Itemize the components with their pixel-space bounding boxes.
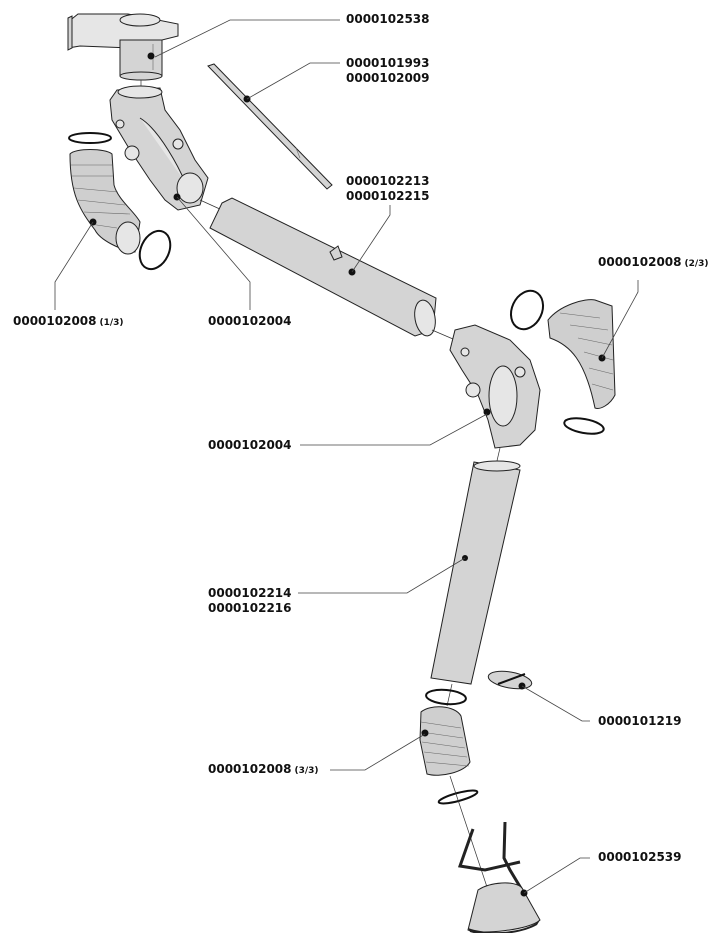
leader-line [351, 205, 391, 273]
lower-tube-part [430, 460, 521, 685]
leader-line [523, 857, 590, 894]
leader-line [298, 557, 466, 594]
part-label-hose-2: 0000102008(2/3) [598, 255, 709, 269]
hose-3-part [419, 688, 479, 805]
hose-2-part [509, 289, 616, 435]
leader-line [300, 413, 488, 446]
part-label-joint-middle: 0000102004 [208, 438, 292, 452]
leader-line [330, 733, 426, 771]
leader-line [154, 19, 340, 58]
part-label-hose-3: 0000102008(3/3) [208, 762, 319, 776]
leader-line [521, 685, 590, 722]
hose-1-part [68, 132, 172, 271]
part-label-hose-1: 0000102008(1/3) [13, 314, 124, 328]
part-label-wall-bracket: 0000102538 [346, 12, 430, 26]
leader-line [601, 280, 639, 359]
leader-line [176, 196, 251, 310]
part-label-valve: 0000101219 [598, 714, 682, 728]
wall-bracket-part [67, 13, 179, 81]
part-label-hood: 0000102539 [598, 850, 682, 864]
upper-tube-part [209, 197, 437, 337]
upper-joint-part [109, 85, 209, 211]
support-rod-part [207, 63, 333, 190]
part-label-joint-upper: 0000102004 [208, 314, 292, 328]
leader-line [54, 221, 94, 310]
middle-joint-part [449, 324, 541, 449]
leader-line [246, 62, 340, 100]
valve-part [487, 670, 533, 690]
hood-part [457, 821, 541, 933]
